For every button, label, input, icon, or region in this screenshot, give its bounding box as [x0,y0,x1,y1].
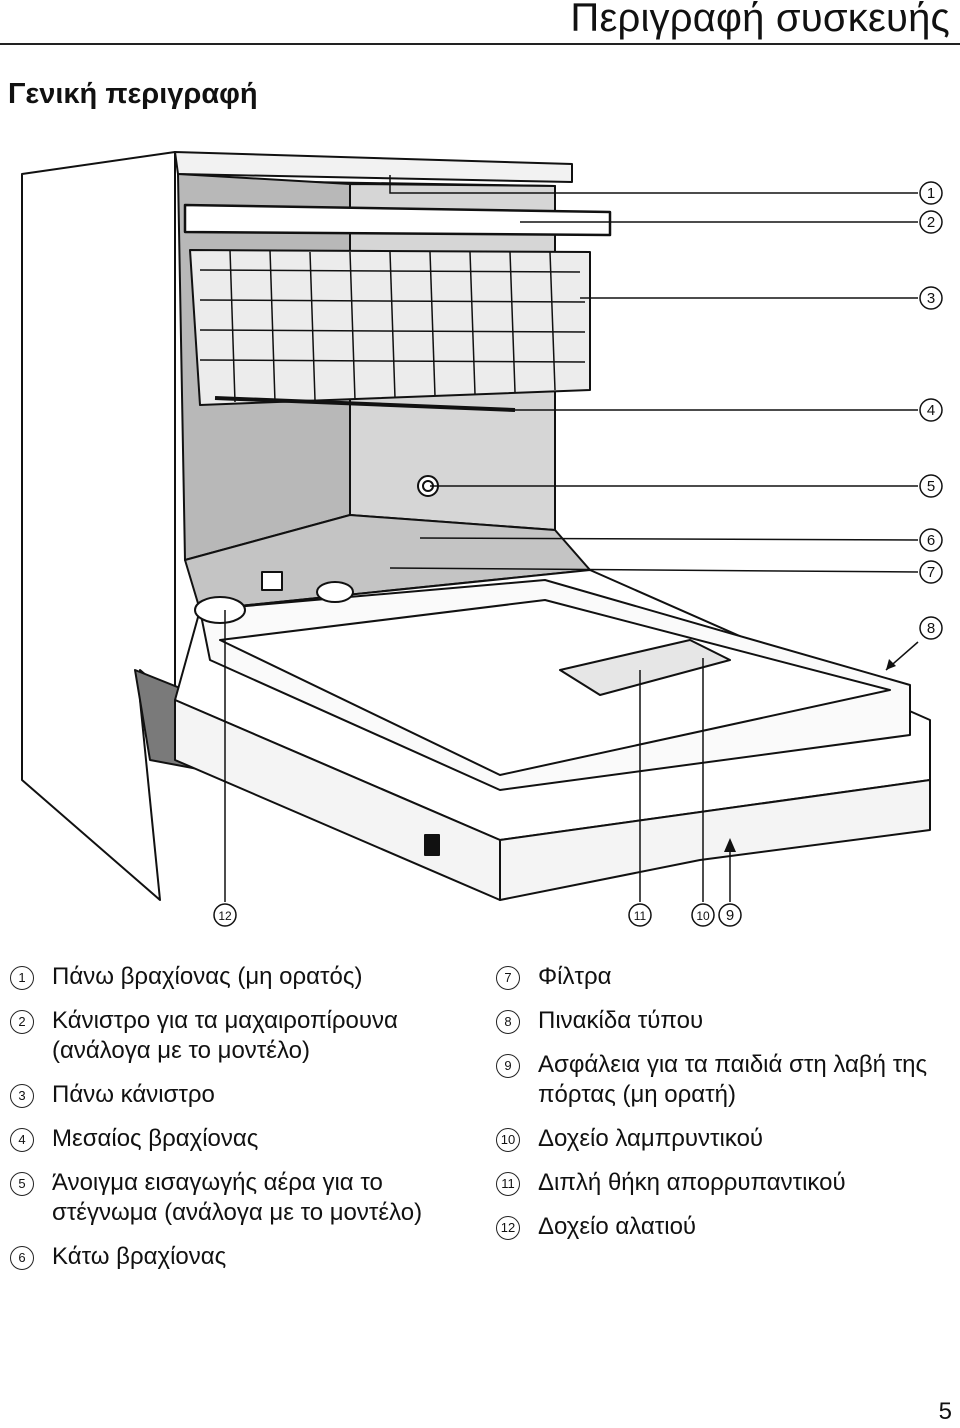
dishwasher-illustration: 1 2 3 4 5 6 7 8 9 10 11 12 [21,151,943,927]
legend-text: Μεσαίος βραχίονας [52,1125,259,1152]
page-header-title: Περιγραφή συσκευής [570,0,950,40]
legend-item: 1 Πάνω βραχίονας (μη ορατός) [10,962,480,992]
legend-item: 4 Μεσαίος βραχίονας [10,1124,480,1154]
legend-item: 3 Πάνω κάνιστρο [10,1080,480,1110]
legend-text: Πάνω βραχίονας (μη ορατός) [52,963,363,990]
svg-text:8: 8 [927,620,935,637]
legend-number: 6 [10,1246,34,1270]
legend-number: 9 [496,1054,520,1078]
svg-text:11: 11 [634,909,647,923]
legend-item: 11 Διπλή θήκη απορρυπαντικού [496,1168,956,1198]
legend-number: 10 [496,1128,520,1152]
legend-number: 1 [10,966,34,990]
legend-number: 12 [496,1216,520,1240]
legend-item: 6 Κάτω βραχίονας [10,1242,480,1272]
legend-number: 4 [10,1128,34,1152]
svg-text:7: 7 [927,564,935,581]
legend-text: Διπλή θήκη απορρυπαντικού [538,1169,846,1196]
header-divider [0,43,960,45]
callout-2: 2 [919,210,943,234]
legend-number: 2 [10,1010,34,1034]
legend-item: 9 Ασφάλεια για τα παιδιά στη λαβή της πό… [496,1050,956,1110]
callout-10: 10 [691,903,715,927]
svg-text:3: 3 [927,290,935,307]
callout-6: 6 [919,528,943,552]
legend-text: Κάτω βραχίονας [52,1243,227,1270]
callout-5: 5 [919,474,943,498]
callout-1: 1 [919,181,943,205]
legend-number: 11 [496,1172,520,1196]
legend-text: Άνοιγμα εισαγωγής αέρα για το στέγνωμα (… [52,1169,423,1226]
svg-text:12: 12 [218,909,232,923]
svg-text:6: 6 [927,532,935,549]
legend-text: Πινακίδα τύπου [538,1007,704,1034]
legend-left-column: 1 Πάνω βραχίονας (μη ορατός) 2 Κάνιστρο … [10,962,480,1286]
legend-number: 8 [496,1010,520,1034]
legend-number: 3 [10,1084,34,1108]
legend-number: 7 [496,966,520,990]
legend-item: 8 Πινακίδα τύπου [496,1006,956,1036]
callout-12: 12 [213,903,237,927]
page-number: 5 [938,1398,952,1425]
legend-text: Φίλτρα [538,963,612,990]
legend-item: 7 Φίλτρα [496,962,956,992]
svg-text:10: 10 [696,909,710,923]
legend-text: Δοχείο αλατιού [538,1213,697,1240]
svg-text:2: 2 [927,214,935,231]
legend-item: 12 Δοχείο αλατιού [496,1212,956,1242]
callout-7: 7 [919,560,943,584]
svg-text:5: 5 [927,478,935,495]
svg-text:9: 9 [726,907,734,924]
legend-text: Πάνω κάνιστρο [52,1081,215,1108]
legend-item: 5 Άνοιγμα εισαγωγής αέρα για το στέγνωμα… [10,1168,480,1228]
callout-4: 4 [919,398,943,422]
legend-item: 10 Δοχείο λαμπρυντικού [496,1124,956,1154]
svg-text:1: 1 [927,185,935,202]
svg-text:4: 4 [927,402,935,419]
callout-3: 3 [919,286,943,310]
legend-text: Κάνιστρο για τα μαχαιροπίρουνα (ανάλογα … [52,1007,398,1064]
legend-right-column: 7 Φίλτρα 8 Πινακίδα τύπου 9 Ασφάλεια για… [496,962,956,1256]
callout-11: 11 [628,903,652,927]
legend-text: Ασφάλεια για τα παιδιά στη λαβή της πόρτ… [538,1051,928,1108]
legend-number: 5 [10,1172,34,1196]
legend-text: Δοχείο λαμπρυντικού [538,1125,764,1152]
legend-item: 2 Κάνιστρο για τα μαχαιροπίρουνα (ανάλογ… [10,1006,480,1066]
section-title: Γενική περιγραφή [8,78,258,110]
callout-8: 8 [919,616,943,640]
callouts: 1 2 3 4 5 6 7 8 9 10 11 12 [213,181,943,927]
callout-9: 9 [718,903,742,927]
